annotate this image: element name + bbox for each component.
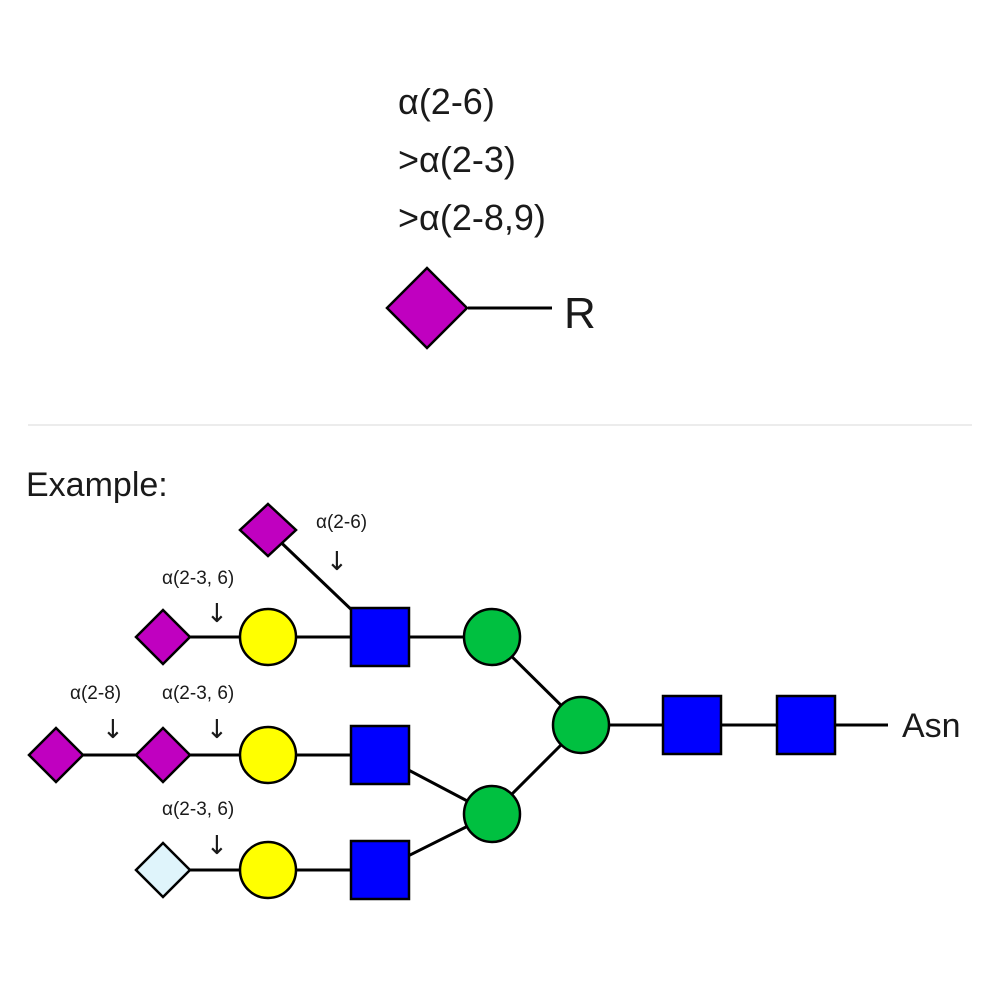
linkage-line-2: >α(2-3) (398, 139, 516, 180)
asn-label: Asn (902, 707, 961, 745)
galactose-circle (238, 607, 298, 667)
linkage-line-3: >α(2-8,9) (398, 197, 546, 238)
example-title: Example: (26, 466, 168, 504)
arrow-down-icon: ↓ (206, 831, 228, 861)
glcnac-square (775, 694, 837, 756)
r-label: R (564, 289, 596, 338)
glcnac-square (661, 694, 723, 756)
arrow-down-icon: ↓ (206, 599, 228, 629)
arrow-down-icon: ↓ (326, 547, 348, 577)
mannose-circle (462, 784, 522, 844)
glcnac-square (349, 839, 411, 901)
linkage-label-row2-right: α(2-3, 6) (162, 683, 234, 704)
galactose-circle (238, 840, 298, 900)
sialic-acid-diamond (27, 726, 85, 784)
arrow-down-icon: ↓ (206, 715, 228, 745)
glcnac-square (349, 724, 411, 786)
linkage-label-row1: α(2-3, 6) (162, 568, 234, 589)
arrow-down-icon: ↓ (102, 715, 124, 745)
sialic-acid-diamond (238, 502, 298, 558)
sialic-acid-diamond-legend (385, 266, 469, 350)
linkage-label-row3: α(2-3, 6) (162, 799, 234, 820)
linkage-label-row2-left: α(2-8) (70, 683, 121, 704)
sialic-acid-diamond (134, 726, 192, 784)
light-blue-diamond (134, 841, 192, 899)
galactose-circle (238, 725, 298, 785)
mannose-circle (551, 695, 611, 755)
sialic-acid-diamond (134, 608, 192, 666)
linkage-line-1: α(2-6) (398, 81, 495, 122)
linkage-label-top: α(2-6) (316, 512, 367, 533)
glcnac-square (349, 606, 411, 668)
mannose-circle (462, 607, 522, 667)
